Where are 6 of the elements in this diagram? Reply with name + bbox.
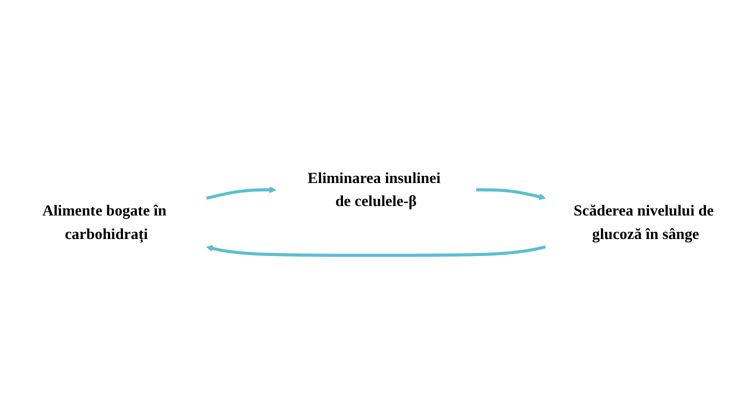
arrow (206, 244, 546, 257)
arrow (476, 188, 546, 200)
node-text: Alimente bogate în carbohidrați (42, 202, 166, 242)
arrow (206, 186, 276, 200)
node-text: Eliminarea insulinei de celulele-β (308, 170, 440, 210)
node-text: Scăderea nivelului de glucoză în sânge (574, 202, 714, 242)
